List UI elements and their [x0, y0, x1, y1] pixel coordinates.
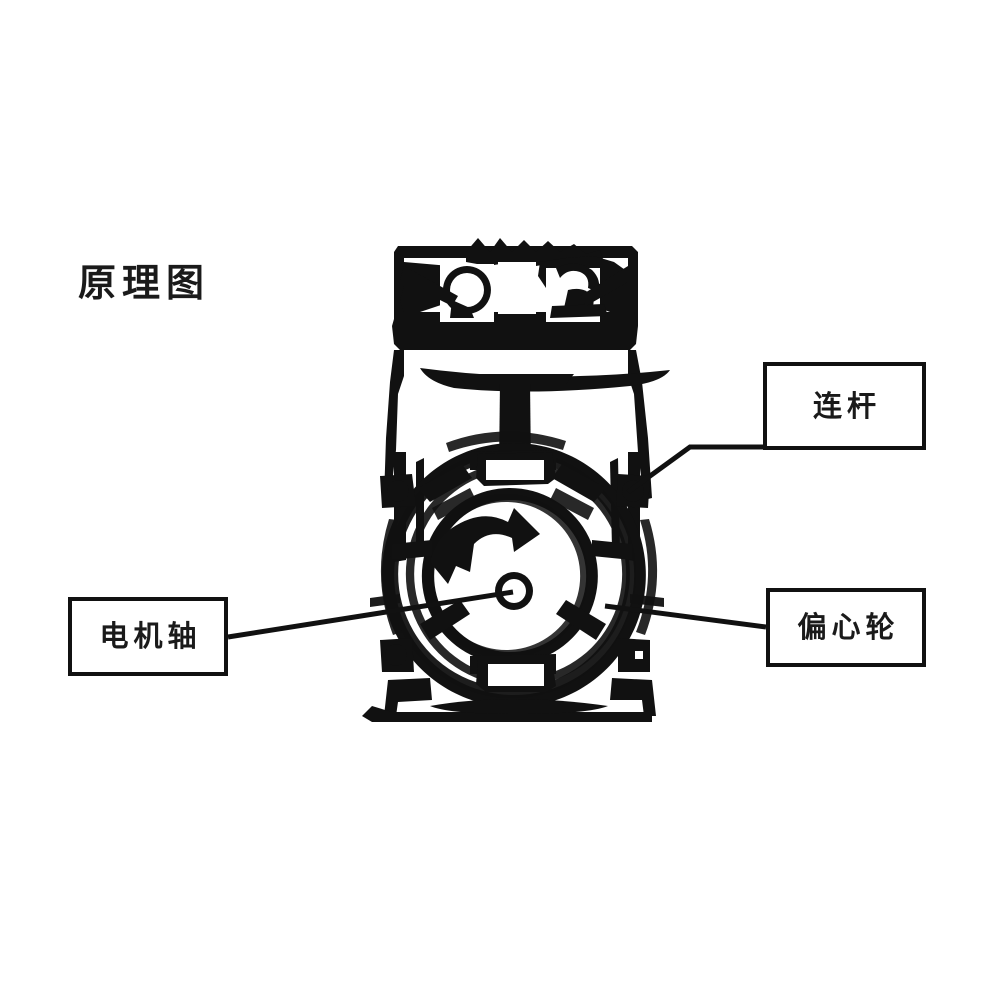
leader-line-pian-xin-lun	[604, 603, 767, 630]
housing-rib-nw2	[432, 488, 476, 520]
valve-port-right-notch	[550, 304, 608, 318]
housing-bottom-tab-opening	[488, 664, 544, 686]
callout-label-connecting-rod: 连杆	[812, 388, 881, 423]
callout-leader-lines	[227, 444, 767, 640]
base-plate-curve	[430, 699, 608, 714]
rotation-arrow	[430, 508, 540, 584]
leader-line-dian-ji-zhou	[227, 589, 514, 640]
base-plate-arrow-left	[362, 706, 392, 722]
bolt-hole-bottom-right-core	[635, 651, 643, 659]
housing-rib-nw	[418, 464, 472, 502]
cylinder-head-left-wall	[394, 252, 404, 326]
valve-port-right-circle	[556, 263, 600, 292]
housing-rib-se	[556, 600, 606, 640]
callout-label-motor-shaft: 电机轴	[99, 619, 202, 653]
housing-rib-ne2	[550, 488, 594, 520]
page-title: 原理图	[78, 261, 211, 305]
housing-sketch-stroke-1	[380, 519, 402, 635]
housing-sketch-stroke-2	[636, 519, 658, 635]
crankcase-left-shoulder	[384, 350, 404, 500]
valve-port-left-bore	[450, 273, 484, 307]
callout-box-connecting-rod[interactable]: 连杆	[763, 362, 926, 450]
housing-rib-w	[392, 540, 432, 560]
valve-port-left-gap	[450, 300, 474, 318]
housing-axis-line-right	[630, 594, 664, 607]
housing-rib-sw	[420, 600, 470, 640]
base-plate-right-foot	[610, 678, 656, 716]
base-plate-left-foot	[384, 678, 432, 716]
machine-drawing	[362, 238, 670, 722]
connecting-rod-top-flare	[456, 374, 574, 384]
cylinder-head-band	[392, 312, 638, 350]
cylinder-head-mid-panel	[498, 262, 536, 314]
leader-line-lian-gan	[626, 444, 763, 495]
head-stroke-left	[400, 266, 458, 306]
callout-box-motor-shaft[interactable]: 电机轴	[68, 597, 228, 676]
housing-top-tab-opening	[486, 460, 544, 480]
crankcase-right-shoulder	[628, 350, 652, 500]
callout-label-eccentric-wheel: 偏心轮	[797, 610, 900, 644]
base-plate-bar	[372, 712, 652, 722]
cylinder-head-right-wall	[628, 252, 638, 326]
housing-sketch-stroke-3	[446, 431, 566, 452]
housing-rib-ne	[552, 464, 606, 502]
head-stroke-right	[580, 266, 628, 306]
motor-shaft-hub-inner	[502, 579, 526, 603]
housing-rib-e	[592, 540, 632, 560]
bolt-hole-top-left	[387, 480, 409, 502]
housing-axis-line	[370, 594, 400, 607]
bolt-hole-bottom-left	[385, 644, 407, 666]
callout-box-eccentric-wheel[interactable]: 偏心轮	[766, 588, 926, 667]
